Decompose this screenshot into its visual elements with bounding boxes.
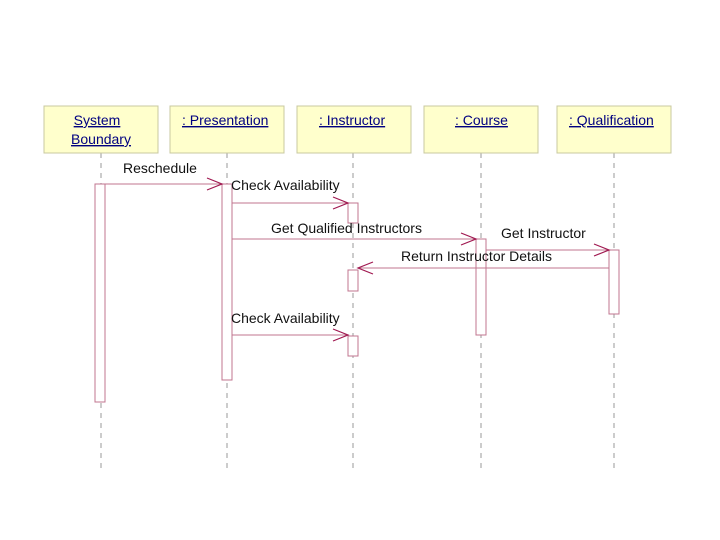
lifeline-box: [169, 105, 285, 154]
lifeline-course[interactable]: : Course: [423, 105, 539, 154]
lifeline-label: : Course: [455, 112, 508, 128]
message-label: Check Availability: [231, 177, 340, 193]
lifeline-box: [296, 105, 412, 154]
lifeline-label-line-1: System: [74, 112, 121, 128]
activation-system-boundary: [94, 183, 106, 403]
lifeline-system-boundary[interactable]: System Boundary: [43, 105, 159, 154]
arrow-head-icon: [332, 328, 350, 342]
activation-course: [475, 238, 487, 336]
arrow-head-icon: [593, 243, 611, 257]
activation-presentation: [221, 183, 233, 381]
message-reschedule[interactable]: Reschedule: [105, 160, 224, 191]
message-get-instructor[interactable]: Get Instructor: [486, 225, 611, 257]
lifeline-label: : Presentation: [182, 112, 268, 128]
lifeline-label-line-2: Boundary: [71, 131, 131, 147]
arrow-head-icon: [460, 232, 478, 246]
activation-instructor-1: [347, 202, 359, 224]
lifeline-box: [556, 105, 672, 154]
activation-qualification: [608, 249, 620, 315]
message-label: Return Instructor Details: [401, 248, 552, 264]
activation-instructor-3: [347, 335, 359, 357]
message-return-instructor-details[interactable]: Return Instructor Details: [356, 248, 609, 275]
arrow-head-icon: [356, 261, 374, 275]
lifeline-presentation[interactable]: : Presentation: [169, 105, 285, 154]
arrow-head-icon: [332, 196, 350, 210]
lifeline-label: : Qualification: [569, 112, 654, 128]
lifeline-box: [423, 105, 539, 154]
lifeline-box: [43, 105, 159, 154]
message-label: Check Availability: [231, 310, 340, 326]
message-label: Get Instructor: [501, 225, 586, 241]
message-get-qualified-instructors[interactable]: Get Qualified Instructors: [232, 220, 478, 246]
message-check-availability-2[interactable]: Check Availability: [231, 310, 350, 342]
lifeline-label: : Instructor: [319, 112, 385, 128]
message-label: Get Qualified Instructors: [271, 220, 422, 236]
lifeline-instructor[interactable]: : Instructor: [296, 105, 412, 154]
activation-instructor-2: [347, 269, 359, 292]
lifeline-qualification[interactable]: : Qualification: [556, 105, 672, 154]
message-check-availability-1[interactable]: Check Availability: [231, 177, 350, 210]
message-label: Reschedule: [123, 160, 197, 176]
arrow-head-icon: [206, 177, 224, 191]
